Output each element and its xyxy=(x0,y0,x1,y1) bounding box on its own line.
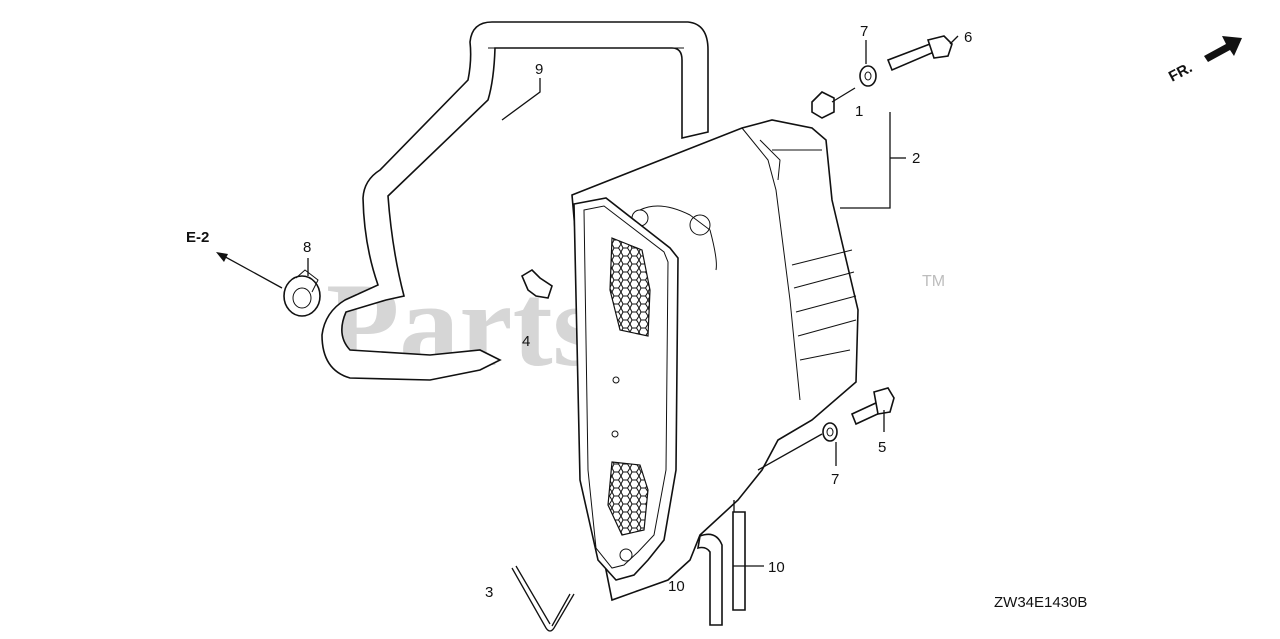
callout-8: 8 xyxy=(303,239,311,256)
callout-9: 9 xyxy=(535,61,543,78)
callout-1: 1 xyxy=(855,103,863,120)
callout-7-lower: 7 xyxy=(831,471,839,488)
reference-label: E-2 xyxy=(186,229,209,246)
part-4-clip xyxy=(520,268,553,299)
drawing-code: ZW34E1430B xyxy=(994,594,1087,611)
front-direction-indicator: FR. xyxy=(1166,36,1242,86)
part-1-grommet xyxy=(811,91,835,119)
callout-2: 2 xyxy=(912,150,920,167)
watermark-trademark: TM xyxy=(922,273,945,290)
callout-4: 4 xyxy=(522,333,530,350)
callout-3: 3 xyxy=(485,584,493,601)
callouts: 1 2 3 4 5 6 7 7 8 9 10 10 E-2 xyxy=(186,23,972,601)
callout-6: 6 xyxy=(964,29,972,46)
part-3-filter-frame xyxy=(573,197,679,581)
part-7-washer-upper xyxy=(859,65,877,87)
callout-10-left: 10 xyxy=(668,578,685,595)
direction-label: FR. xyxy=(1166,59,1195,85)
callout-10-right: 10 xyxy=(768,559,785,576)
part-9-breather-tube xyxy=(321,21,709,381)
direction-arrow-icon xyxy=(1204,36,1242,62)
leader-lines xyxy=(216,35,959,567)
part-10-drain-tube-bent xyxy=(697,533,723,626)
part-5-bolt xyxy=(850,387,895,426)
callout-7-upper: 7 xyxy=(860,23,868,40)
part-6-bolt xyxy=(886,35,953,72)
callout-5: 5 xyxy=(878,439,886,456)
part-3-wire-clip xyxy=(511,565,575,632)
part-10-drain-tube-straight xyxy=(732,511,746,611)
part-8-hose-clamp xyxy=(283,269,321,317)
part-7-washer-lower xyxy=(822,422,838,442)
